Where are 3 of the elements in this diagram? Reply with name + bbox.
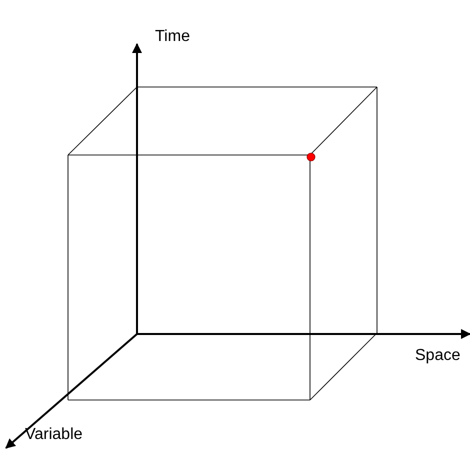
axis-label: Time — [155, 28, 190, 46]
axis-label: Space — [415, 347, 460, 365]
axis-label: Variable — [25, 426, 83, 444]
